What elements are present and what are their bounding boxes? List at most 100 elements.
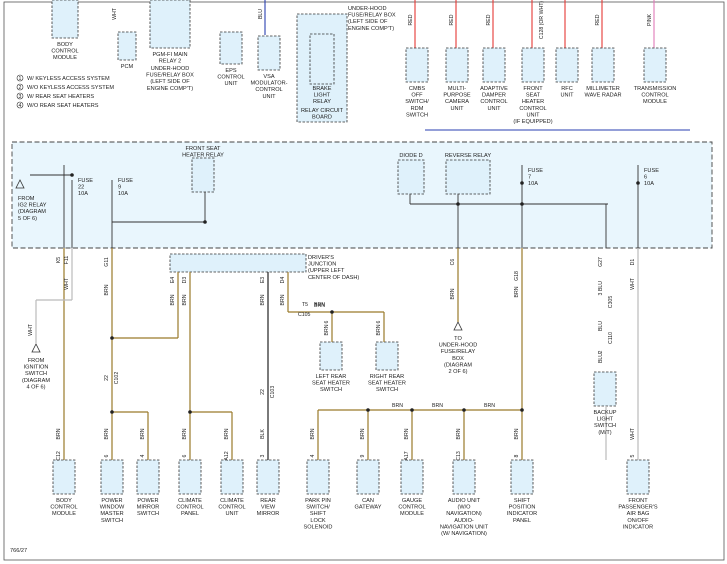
- wire-label-33: D4: [280, 277, 286, 284]
- bottom-pin: A12: [224, 451, 230, 460]
- cmbs-box: [405, 47, 429, 83]
- heater-ctrl-box: [521, 47, 545, 83]
- wire-label-18: BRN: [404, 428, 410, 439]
- reverse-relay-label: REVERSE RELAY: [445, 153, 491, 159]
- wire-wht-top: WHT: [112, 7, 118, 20]
- wire-label-19: BRN: [456, 428, 462, 439]
- damper-box: [482, 47, 506, 83]
- wire-c128-top: C128 (OR WHT): [539, 1, 545, 40]
- wire-label-22: WHT: [630, 277, 636, 290]
- bottom-component-box: [178, 459, 202, 495]
- middle-components: [169, 157, 617, 407]
- bottom-pin: 4: [140, 454, 146, 457]
- backup-switch-box: [593, 371, 617, 407]
- bottom-component-box: [256, 459, 280, 495]
- legend-num: 3: [19, 94, 22, 100]
- wire-label-47: 2: [598, 350, 604, 353]
- bottom-component-box: [220, 459, 244, 495]
- bottom-pin: A17: [404, 451, 410, 460]
- bottom-component-box: [356, 459, 380, 495]
- bottom-component-box: [510, 459, 534, 495]
- wire-label-25: BLU: [598, 353, 604, 363]
- legend-marker: [16, 92, 24, 100]
- legend-marker: [16, 83, 24, 91]
- bottom-component-box: [306, 459, 330, 495]
- eps-box: [219, 31, 243, 65]
- wire-label-t5-brn: BRN: [314, 302, 325, 308]
- wire-label-16: BRN: [310, 428, 316, 439]
- camera-box: [445, 47, 469, 83]
- wire-label-3: BRN: [140, 428, 146, 439]
- legend-marker: [16, 74, 24, 82]
- wire-label-43: 22: [260, 389, 266, 395]
- bottom-pin: C12: [56, 451, 62, 461]
- wire-label-46: 3: [598, 292, 604, 295]
- legend-text: W/ KEYLESS ACCESS SYSTEM: [27, 76, 110, 82]
- wire-label-29: G11: [104, 257, 110, 267]
- rfc-box: [555, 47, 579, 83]
- wire-label-15: BRN: [514, 286, 520, 297]
- wire-label-36: G27: [598, 257, 604, 267]
- bottom-pin: 9: [360, 454, 366, 457]
- wire-label-44: 6: [376, 320, 382, 323]
- reverse-relay-box: [445, 159, 491, 195]
- wire-pink: PINK: [647, 13, 653, 26]
- fuse-region-wires: [30, 165, 639, 248]
- bottom-pin: 6: [104, 454, 110, 457]
- bottom-component-box: [136, 459, 160, 495]
- bottom-pin: C13: [456, 451, 462, 461]
- bottom-pin: 5: [630, 454, 636, 457]
- fuse-box-region: [11, 141, 713, 249]
- wire-label-27: K5: [56, 257, 62, 263]
- wire-label-5: BRN: [224, 428, 230, 439]
- wire-label-23: WHT: [630, 427, 636, 440]
- wire-label-21: WHT: [28, 323, 34, 336]
- wire-label-41: C110: [608, 332, 614, 344]
- wire-label-17: BRN: [360, 428, 366, 439]
- legend-text: W/O KEYLESS ACCESS SYSTEM: [27, 85, 114, 91]
- bottom-component-box: [400, 459, 424, 495]
- diode-box: [397, 159, 425, 195]
- wire-label-35: G18: [514, 271, 520, 281]
- wire-label-9: BRN: [260, 294, 266, 305]
- wire-red-1: RED: [408, 14, 414, 25]
- ig2-symbol: [15, 179, 463, 353]
- brake-relay-box: [309, 33, 335, 85]
- pin-t5: T5: [302, 302, 308, 308]
- wire-label-40: C305: [608, 296, 614, 309]
- diagram-footer: 766/27: [10, 548, 27, 554]
- wire-label-7: BRN: [170, 294, 176, 305]
- wire-label-30: E4: [170, 277, 176, 283]
- conn-c105: C105: [298, 312, 311, 318]
- wire-label-bus-3: BRN: [484, 403, 495, 409]
